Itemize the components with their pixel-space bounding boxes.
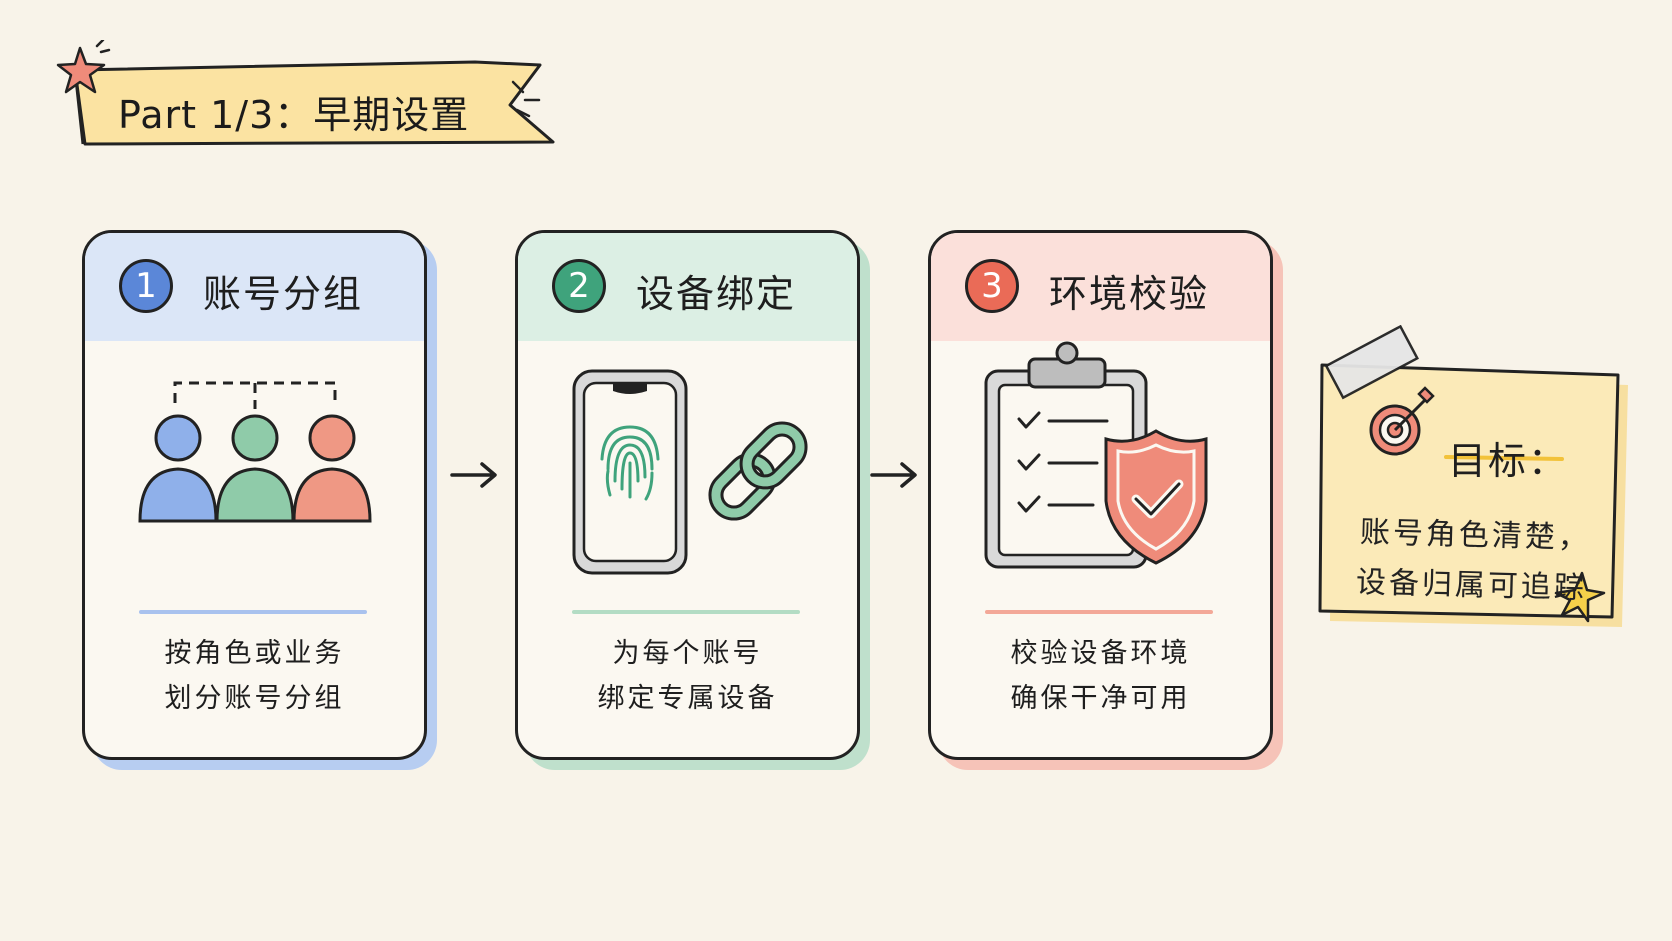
step-card-account-grouping: 1 账号分组 按角色或业务 划分账号分组	[82, 230, 437, 770]
step-number-badge: 3	[965, 259, 1019, 313]
step-title: 账号分组	[203, 272, 364, 316]
goal-text-line: 账号角色清楚，	[1359, 514, 1592, 557]
step-description-line: 为每个账号	[612, 638, 763, 669]
page-title: Part 1/3：早期设置	[118, 93, 470, 137]
step-card-environment-check: 3 环境校验 校验设备环境 确保干净可用	[928, 230, 1283, 770]
target-arrow-icon	[1369, 386, 1435, 456]
star-icon	[56, 46, 106, 94]
step-number-badge: 2	[552, 259, 606, 313]
goal-text-line: 设备归属可追踪	[1355, 564, 1588, 607]
goal-title: 目标：	[1448, 439, 1569, 483]
goal-note	[1318, 325, 1628, 627]
star-icon	[1554, 571, 1606, 623]
title-banner	[56, 40, 555, 146]
people-group-icon	[138, 381, 372, 523]
step-title: 环境校验	[1049, 272, 1210, 316]
step-description-line: 划分账号分组	[164, 683, 345, 714]
clipboard-shield-icon	[984, 341, 1208, 569]
step-description-line: 确保干净可用	[1010, 683, 1191, 714]
step-description-line: 按角色或业务	[164, 638, 345, 669]
step-description-line: 校验设备环境	[1010, 638, 1191, 669]
step-description-line: 绑定专属设备	[597, 683, 778, 714]
step-card-device-binding: 2 设备绑定 为每个账号 绑定专属设备	[515, 230, 870, 770]
arrow-right-icon	[870, 462, 917, 488]
arrow-right-icon	[450, 462, 497, 488]
step-title: 设备绑定	[636, 272, 797, 316]
phone-fingerprint-link-icon	[572, 369, 808, 575]
step-number-badge: 1	[119, 259, 173, 313]
tape-icon	[1324, 325, 1419, 400]
